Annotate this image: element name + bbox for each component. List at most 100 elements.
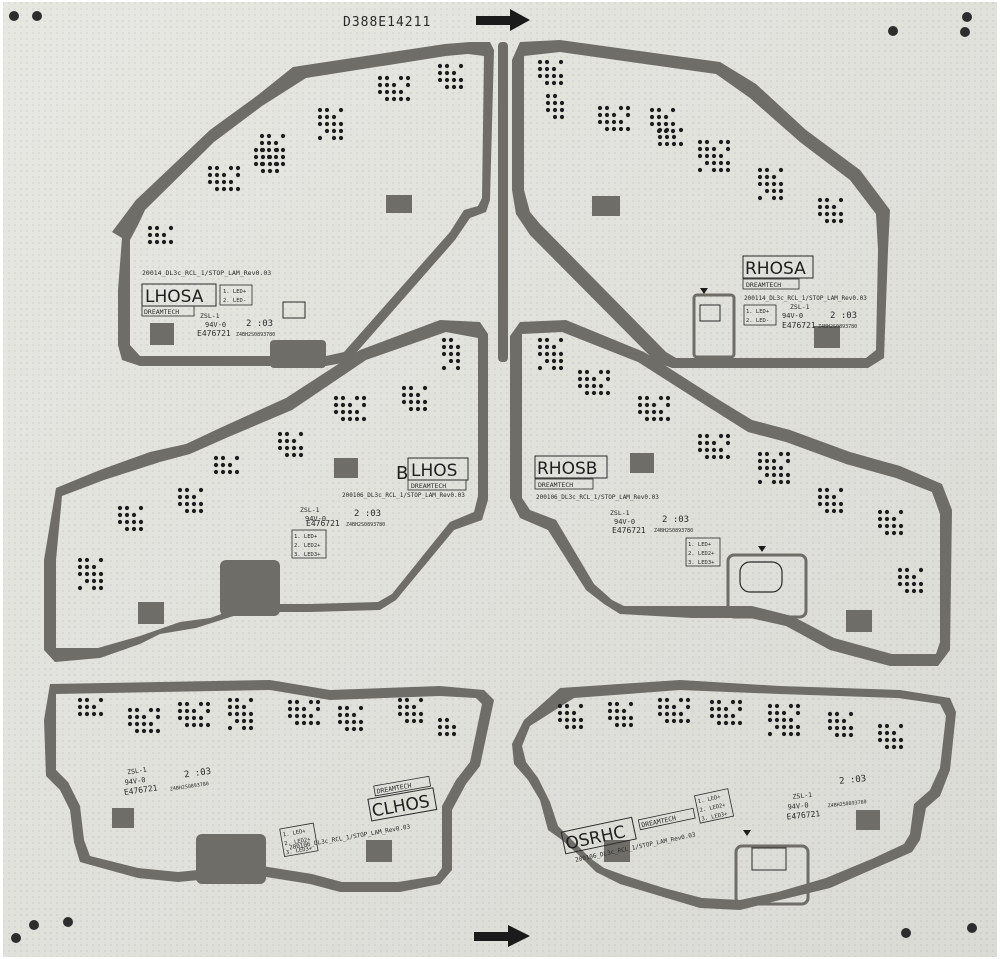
via-hole bbox=[767, 710, 773, 716]
arrow-right-icon bbox=[474, 925, 530, 947]
via-hole bbox=[444, 70, 450, 76]
via-hole bbox=[737, 720, 743, 726]
via-hole bbox=[884, 530, 890, 536]
pin-label: 3. LED3+ bbox=[701, 811, 729, 823]
via-hole bbox=[827, 718, 833, 724]
via-hole bbox=[725, 433, 731, 439]
via-hole bbox=[778, 472, 784, 478]
via-hole bbox=[537, 351, 543, 357]
via-hole bbox=[611, 126, 617, 132]
via-hole bbox=[248, 725, 254, 731]
via-hole bbox=[333, 395, 339, 401]
via-hole bbox=[716, 699, 722, 705]
mounting-hole bbox=[9, 11, 19, 21]
via-hole bbox=[537, 73, 543, 79]
via-hole bbox=[577, 376, 583, 382]
via-hole bbox=[891, 530, 897, 536]
via-hole bbox=[177, 701, 183, 707]
via-hole bbox=[301, 706, 307, 712]
via-hole bbox=[444, 63, 450, 69]
via-hole bbox=[287, 713, 293, 719]
via-hole bbox=[147, 239, 153, 245]
via-hole bbox=[578, 703, 584, 709]
via-hole bbox=[697, 153, 703, 159]
via-hole bbox=[848, 732, 854, 738]
via-hole bbox=[177, 487, 183, 493]
via-hole bbox=[657, 697, 663, 703]
via-hole bbox=[781, 731, 787, 737]
via-hole bbox=[678, 711, 684, 717]
via-hole bbox=[898, 509, 904, 515]
via-hole bbox=[571, 717, 577, 723]
via-hole bbox=[898, 723, 904, 729]
mounting-hole bbox=[11, 933, 21, 943]
via-hole bbox=[448, 358, 454, 364]
via-hole bbox=[764, 174, 770, 180]
via-hole bbox=[398, 75, 404, 81]
via-hole bbox=[709, 713, 715, 719]
via-hole bbox=[718, 160, 724, 166]
via-hole bbox=[235, 186, 241, 192]
via-hole bbox=[294, 713, 300, 719]
via-hole bbox=[709, 706, 715, 712]
via-hole bbox=[317, 107, 323, 113]
via-hole bbox=[552, 93, 558, 99]
via-hole bbox=[604, 112, 610, 118]
via-hole bbox=[711, 167, 717, 173]
via-hole bbox=[274, 168, 280, 174]
via-hole bbox=[711, 160, 717, 166]
lot-code: Z4BH2S0893780 bbox=[236, 332, 275, 338]
via-hole bbox=[788, 731, 794, 737]
via-hole bbox=[544, 344, 550, 350]
via-hole bbox=[704, 454, 710, 460]
via-hole bbox=[273, 154, 279, 160]
pin-label: 2. LED- bbox=[746, 318, 769, 324]
via-hole bbox=[671, 141, 677, 147]
via-hole bbox=[551, 358, 557, 364]
via-hole bbox=[670, 107, 676, 113]
via-hole bbox=[138, 526, 144, 532]
via-hole bbox=[838, 211, 844, 217]
via-hole bbox=[260, 161, 266, 167]
via-hole bbox=[670, 121, 676, 127]
via-hole bbox=[168, 239, 174, 245]
via-hole bbox=[361, 395, 367, 401]
via-hole bbox=[154, 232, 160, 238]
rating-label: 94V-0 bbox=[305, 515, 326, 523]
via-hole bbox=[337, 705, 343, 711]
via-hole bbox=[397, 697, 403, 703]
via-hole bbox=[408, 392, 414, 398]
via-hole bbox=[398, 89, 404, 95]
via-hole bbox=[551, 344, 557, 350]
via-hole bbox=[557, 710, 563, 716]
rating-label: 94V-0 bbox=[205, 321, 226, 329]
via-hole bbox=[91, 571, 97, 577]
via-hole bbox=[607, 715, 613, 721]
via-hole bbox=[685, 704, 691, 710]
via-hole bbox=[298, 431, 304, 437]
via-hole bbox=[448, 351, 454, 357]
via-hole bbox=[757, 181, 763, 187]
via-hole bbox=[220, 455, 226, 461]
via-hole bbox=[877, 509, 883, 515]
via-hole bbox=[266, 140, 272, 146]
via-hole bbox=[441, 337, 447, 343]
via-hole bbox=[764, 472, 770, 478]
via-hole bbox=[551, 66, 557, 72]
via-hole bbox=[551, 73, 557, 79]
via-hole bbox=[649, 107, 655, 113]
via-hole bbox=[405, 82, 411, 88]
via-hole bbox=[704, 146, 710, 152]
via-hole bbox=[191, 494, 197, 500]
mounting-hole bbox=[63, 917, 73, 927]
pin-label: 1. LED+ bbox=[223, 289, 247, 295]
via-hole bbox=[598, 383, 604, 389]
via-hole bbox=[411, 718, 417, 724]
via-hole bbox=[544, 358, 550, 364]
via-hole bbox=[918, 567, 924, 573]
via-hole bbox=[207, 172, 213, 178]
mounting-hole bbox=[967, 923, 977, 933]
via-hole bbox=[134, 714, 140, 720]
via-hole bbox=[831, 204, 837, 210]
via-hole bbox=[291, 438, 297, 444]
